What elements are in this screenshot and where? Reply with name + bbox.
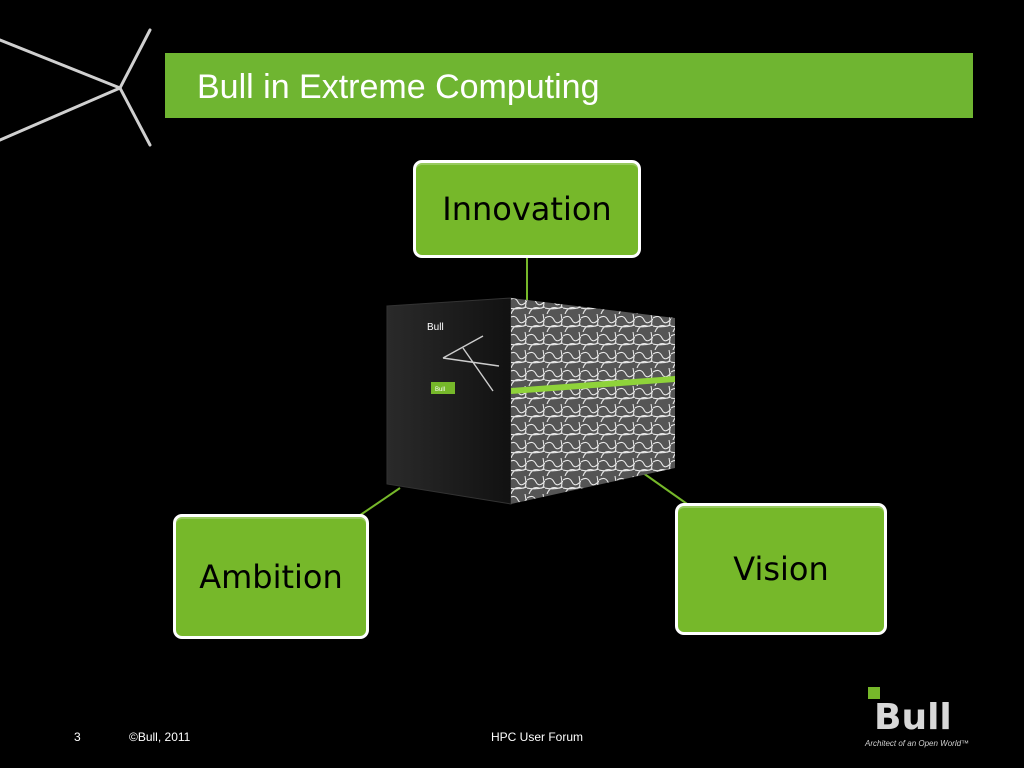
- event-name: HPC User Forum: [491, 730, 584, 744]
- server-image: Bull Bull: [386, 297, 675, 505]
- logo-tagline: Architect of an Open World™: [865, 739, 970, 748]
- node-vision-label: Vision: [733, 550, 829, 588]
- page-number: 3: [74, 730, 81, 744]
- title-bar: Bull in Extreme Computing: [165, 53, 973, 118]
- node-ambition-label: Ambition: [199, 557, 343, 596]
- copyright: ©Bull, 2011: [129, 730, 191, 744]
- bull-logo-icon: Bull: [868, 687, 952, 738]
- node-ambition: Ambition: [173, 514, 369, 639]
- logo-brand: Bull: [874, 697, 952, 738]
- node-innovation-label: Innovation: [442, 190, 612, 228]
- node-innovation: Innovation: [413, 160, 641, 258]
- server-logo-text: Bull: [427, 322, 444, 333]
- server-badge-text: Bull: [435, 387, 445, 393]
- slide-title: Bull in Extreme Computing: [197, 68, 600, 106]
- corner-x-mark-icon: [0, 28, 152, 147]
- node-vision: Vision: [675, 503, 887, 635]
